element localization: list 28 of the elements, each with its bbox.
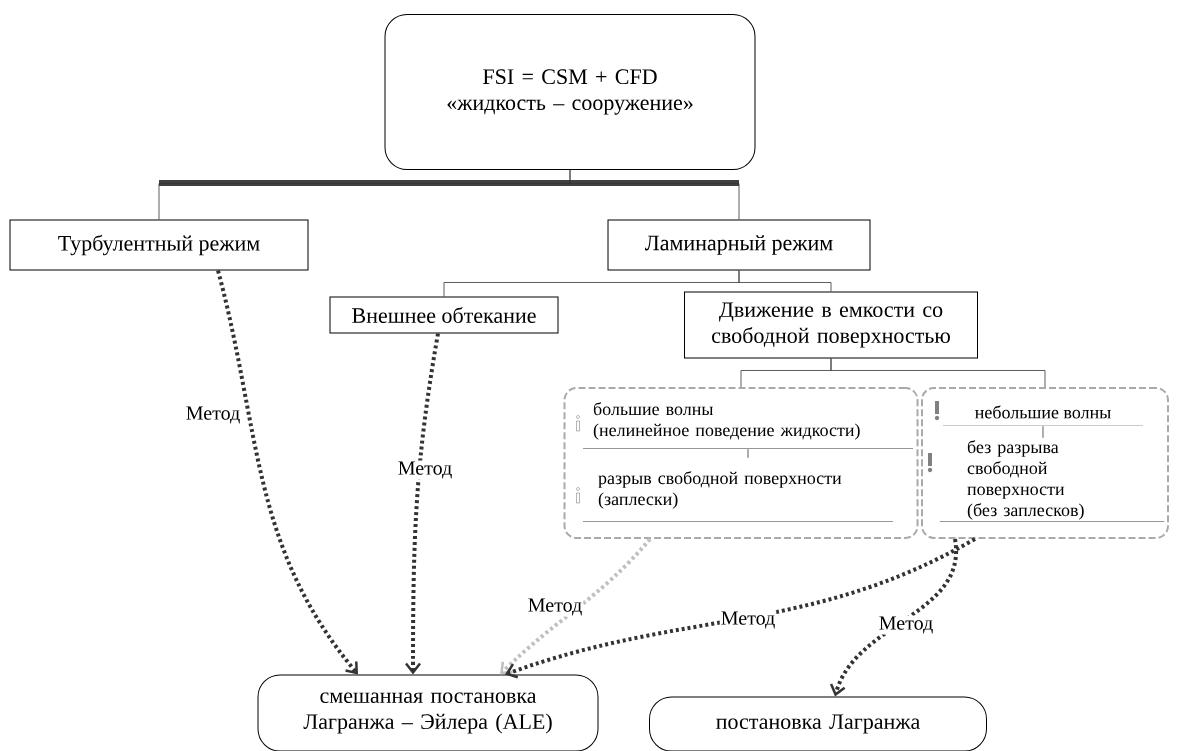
underlined-text: большие волны (нелинейное поведение жидкости) (583, 402, 913, 449)
connector-line (569, 169, 740, 220)
edge-label: Метод (396, 460, 454, 480)
text-box: Ламинарный режим (607, 219, 871, 271)
underlined-text: разрыв свободной поверхности (заплески) (583, 471, 893, 522)
edge-label: Метод (184, 405, 242, 425)
dashed-group-box (921, 387, 1169, 539)
edge-label: Метод (719, 610, 777, 630)
dotted-arrow (505, 537, 976, 679)
underlined-text: небольшие волны (943, 405, 1143, 426)
connector-line (747, 448, 749, 459)
connector-line (738, 270, 832, 292)
rounded-box: смешанная постановка Лагранжа – Эйлера (ALE) (257, 674, 599, 751)
connector-line (1042, 425, 1044, 439)
dotted-arrow (216, 270, 358, 675)
dotted-arrow (829, 538, 958, 697)
dotted-arrow (405, 333, 440, 675)
text-box: Внешнее обтекание (329, 296, 559, 334)
rounded-box: постановка Лагранжа (649, 696, 987, 751)
dashed-group-box (563, 387, 919, 539)
text-box: Турбулентный режим (9, 219, 309, 271)
text-box: Движение в емкости со свободной поверхностью (684, 291, 978, 359)
edge-label: Метод (877, 615, 935, 635)
underlined-text: без разрыва свободной поверхности (без заплесков) (939, 440, 1165, 522)
rounded-box: FSI = CSM + CFD «жидкость – сооружение» (384, 14, 756, 170)
connector-line (830, 358, 1046, 388)
edge-label: Метод (526, 597, 584, 617)
dotted-arrow (500, 537, 652, 675)
